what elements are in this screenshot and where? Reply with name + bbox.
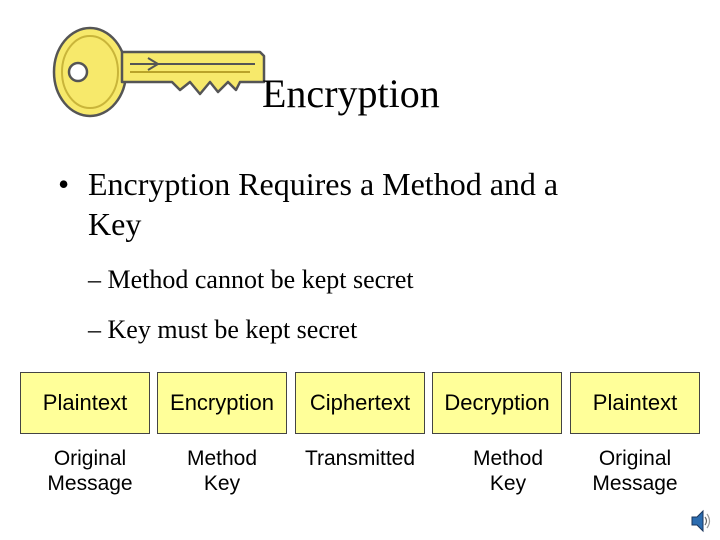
desc-line: Key <box>203 472 241 495</box>
bullet-symbol: • <box>58 166 70 202</box>
bullet-text-line2: Key <box>88 206 142 242</box>
desc-line: Method <box>186 447 258 470</box>
desc-line: Method <box>472 447 544 470</box>
desc-line: Message <box>592 472 678 495</box>
stage-desc-decryption: Method Key <box>438 446 578 496</box>
desc-line: Original <box>598 447 672 470</box>
desc-line: Key <box>489 472 527 495</box>
bullet-text-line1: Encryption Requires a Method and a <box>88 166 559 202</box>
stage-desc-plaintext-final: Original Message <box>565 446 705 496</box>
key-icon <box>52 26 266 118</box>
desc-line: Transmitted <box>304 447 416 470</box>
sub-bullet-key: – Key must be kept secret <box>88 315 358 344</box>
sub-bullet-method: – Method cannot be kept secret <box>88 265 414 294</box>
slide-title: Encryption <box>262 71 440 116</box>
desc-line: Message <box>47 472 133 495</box>
stage-box-plaintext-final: Plaintext <box>570 372 700 434</box>
stage-box-plaintext: Plaintext <box>20 372 150 434</box>
stage-box-ciphertext: Ciphertext <box>295 372 425 434</box>
speaker-icon[interactable] <box>690 508 712 534</box>
main-bullet: • Encryption Requires a Method and a Key <box>58 164 658 244</box>
stage-desc-ciphertext: Transmitted <box>290 446 430 471</box>
stage-desc-plaintext: Original Message <box>20 446 160 496</box>
desc-line: Original <box>53 447 127 470</box>
stage-box-encryption: Encryption <box>157 372 287 434</box>
stage-desc-encryption: Method Key <box>152 446 292 496</box>
stage-box-decryption: Decryption <box>432 372 562 434</box>
